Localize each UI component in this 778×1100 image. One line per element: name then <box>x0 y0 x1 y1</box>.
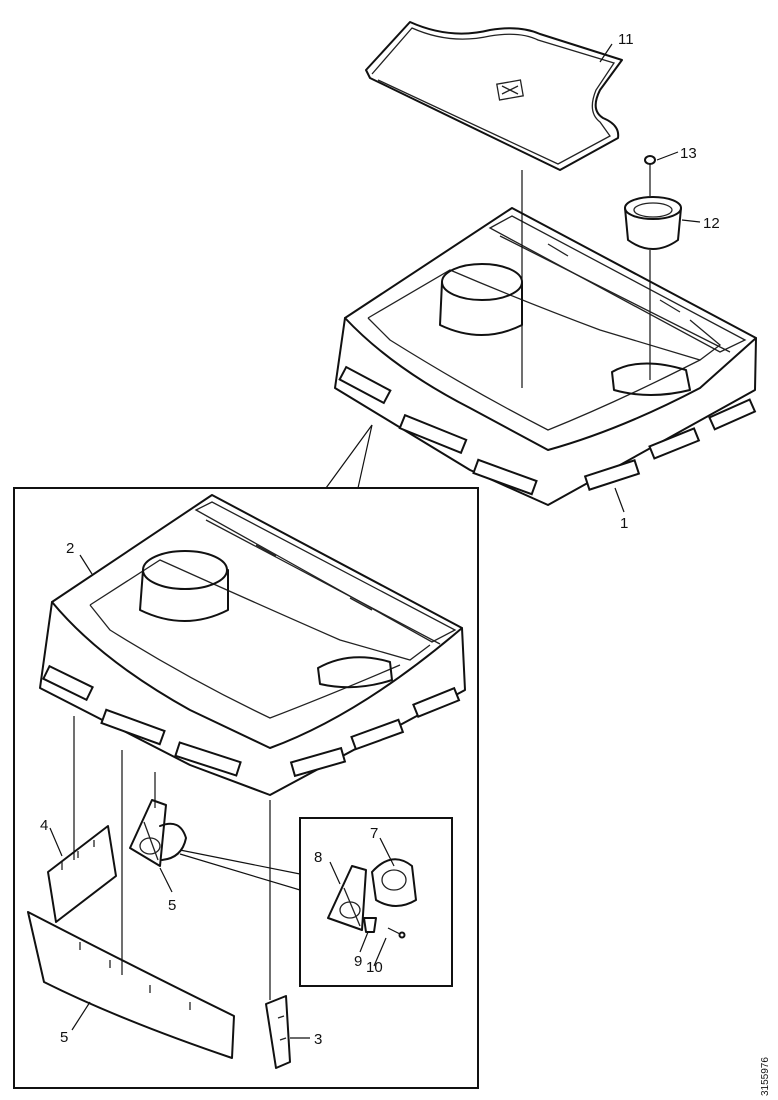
part-8-bracket <box>327 865 367 931</box>
callout-leaders <box>49 43 701 1039</box>
part-4-flap <box>47 825 117 923</box>
detail-frame <box>13 487 479 1089</box>
callout-10: 10 <box>366 959 383 976</box>
part-7-holder <box>371 858 417 907</box>
callout-3: 3 <box>314 1031 322 1048</box>
part-13-screw <box>644 155 656 196</box>
drawing-code: 3155976 <box>760 1057 771 1096</box>
part-2-console-housing <box>39 494 466 796</box>
part-6-clip <box>129 799 187 867</box>
callout-11: 11 <box>618 31 634 48</box>
detail-pointer <box>325 424 373 489</box>
part-10-screw <box>387 927 406 939</box>
part-11-cover-mat <box>365 21 623 171</box>
part-1-console-assembly <box>334 170 757 506</box>
callout-13: 13 <box>680 145 697 162</box>
sub-detail-pointer <box>179 849 301 891</box>
part-9-pin <box>363 917 377 933</box>
callout-8: 8 <box>314 849 322 866</box>
assembly-leaders <box>73 716 271 1000</box>
callout-1: 1 <box>620 515 628 532</box>
sub-detail-frame <box>299 817 453 987</box>
callout-9: 9 <box>354 953 362 970</box>
callout-2: 2 <box>66 540 74 557</box>
callout-4: 4 <box>40 817 48 834</box>
part-5-front-panel <box>27 911 235 1059</box>
callout-5: 5 <box>60 1029 68 1046</box>
part-12-cup-insert <box>624 196 682 380</box>
part-3-side-panel <box>265 995 291 1069</box>
callout-12: 12 <box>703 215 720 232</box>
callout-7: 7 <box>370 825 378 842</box>
callout-6: 5 <box>168 897 176 914</box>
logo-mark-icon <box>496 79 524 101</box>
